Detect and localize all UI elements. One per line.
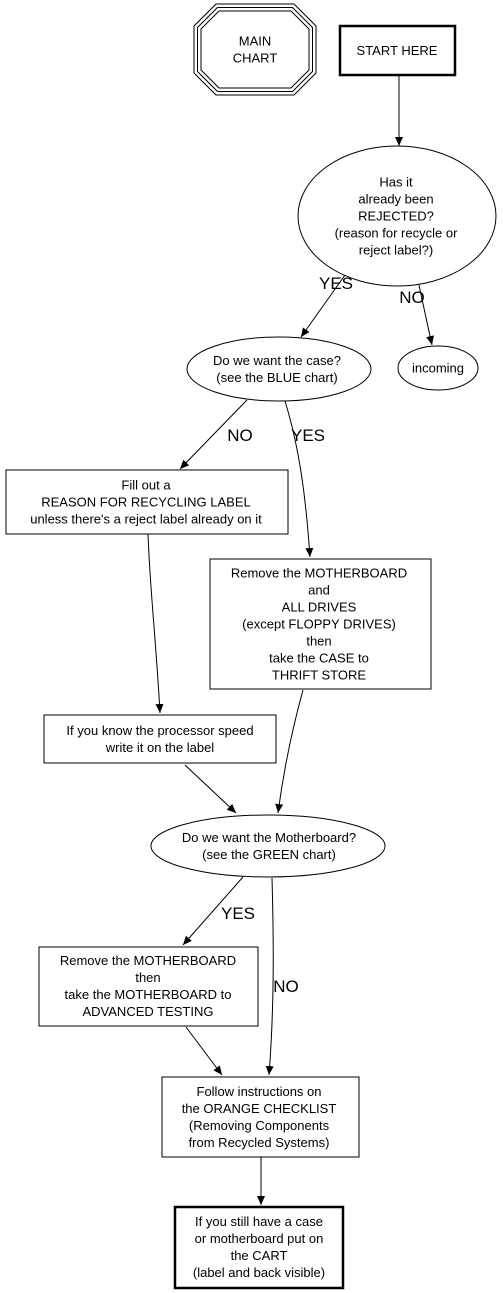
node-line: Do we want the Motherboard? (182, 830, 356, 845)
node-incoming: incoming (397, 345, 479, 391)
node-line: ADVANCED TESTING (83, 1004, 214, 1019)
node-orange-checklist: Follow instructions on the ORANGE CHECKLI… (161, 1076, 360, 1158)
node-remove-mb-testing: Remove the MOTHERBOARD then take the MOTHE… (38, 946, 259, 1027)
node-line: reject label?) (359, 243, 433, 258)
edge-label-mb-yes: YES (221, 904, 255, 923)
edge-labels: YES NO NO YES YES NO (221, 274, 425, 996)
node-line: then (135, 970, 160, 985)
node-line: Do we want the case? (213, 353, 341, 368)
node-line: If you know the processor speed (66, 723, 253, 738)
node-processor-speed: If you know the processor speed write it … (43, 714, 277, 764)
node-line: the ORANGE CHECKLIST (182, 1101, 337, 1116)
edge-mb-no-to-checklist (265, 877, 274, 1076)
edge-label-case-no: NO (227, 426, 253, 445)
node-want-motherboard: Do we want the Motherboard? (see the GREE… (150, 814, 386, 878)
main-chart-label: MAIN CHART (233, 34, 278, 66)
node-line: Follow instructions on (197, 1084, 322, 1099)
node-line: (see the BLUE chart) (216, 370, 337, 385)
fill-label-text: Fill out a REASON FOR RECYCLING LABEL unle… (30, 478, 262, 527)
node-line: write it on the label (105, 740, 215, 755)
node-cart: If you still have a case or motherboard p… (173, 1205, 345, 1290)
edge-rejected-no-to-incoming (418, 284, 434, 346)
node-line: unless there's a reject label already on… (30, 512, 262, 527)
node-line: Has it (379, 175, 413, 190)
remove-mb-testing-text: Remove the MOTHERBOARD then take the MOTHE… (60, 953, 236, 1019)
edge-processor-to-want-mb (184, 764, 237, 814)
node-line: Remove the MOTHERBOARD (60, 953, 236, 968)
edges (147, 75, 434, 1205)
start-here-label: START HERE (357, 43, 438, 58)
processor-speed-text: If you know the processor speed write it … (66, 723, 253, 755)
node-main-chart: MAIN CHART (193, 3, 317, 96)
edge-label-mb-no: NO (273, 977, 299, 996)
want-case-label: Do we want the case? (see the BLUE chart) (213, 353, 341, 385)
node-line: (Removing Components (189, 1118, 330, 1133)
node-line: take the MOTHERBOARD to (65, 987, 232, 1002)
node-line: and (308, 583, 330, 598)
edge-case-yes-to-remove-drives (284, 400, 314, 558)
node-line: then (306, 634, 331, 649)
orange-checklist-text: Follow instructions on the ORANGE CHECKLI… (182, 1084, 337, 1150)
node-line: START HERE (357, 43, 438, 58)
node-line: MAIN (239, 34, 272, 49)
incoming-label: incoming (412, 361, 464, 376)
node-line: from Recycled Systems) (189, 1135, 330, 1150)
node-line: take the CASE to (269, 651, 369, 666)
edge-remove-mb-to-checklist (185, 1026, 223, 1076)
cart-text: If you still have a case or motherboard p… (193, 1214, 325, 1280)
node-line: Remove the MOTHERBOARD (231, 566, 407, 581)
node-start-here: START HERE (338, 24, 457, 77)
node-fill-label: Fill out a REASON FOR RECYCLING LABEL unle… (5, 469, 289, 535)
node-line: (reason for recycle or (335, 226, 458, 241)
node-line: incoming (412, 361, 464, 376)
edge-label-rejected-yes: YES (319, 274, 353, 293)
edge-remove-drives-to-want-mb (275, 689, 304, 814)
node-line: or motherboard put on (195, 1231, 324, 1246)
edge-label-rejected-no: NO (399, 288, 425, 307)
node-line: the CART (231, 1248, 288, 1263)
want-motherboard-label: Do we want the Motherboard? (see the GREE… (182, 830, 356, 862)
node-line: Fill out a (121, 478, 171, 493)
node-line: already been (358, 192, 433, 207)
node-line: REJECTED? (358, 209, 434, 224)
node-line: If you still have a case (195, 1214, 323, 1229)
node-line: REASON FOR RECYCLING LABEL (41, 495, 251, 510)
edge-case-no-to-fill-label (179, 399, 248, 470)
edge-mb-yes-to-remove-mb (182, 876, 244, 946)
node-want-case: Do we want the case? (see the BLUE chart) (186, 336, 372, 402)
edge-label-case-yes: YES (291, 426, 325, 445)
node-line: ALL DRIVES (282, 600, 357, 615)
node-line: (see the GREEN chart) (202, 847, 336, 862)
edge-fill-label-to-processor (147, 533, 164, 714)
node-line: THRIFT STORE (272, 668, 366, 683)
node-line: (label and back visible) (193, 1265, 325, 1280)
edge-rejected-yes-to-case (300, 274, 346, 338)
node-line: CHART (233, 51, 278, 66)
node-line: (except FLOPPY DRIVES) (242, 617, 396, 632)
